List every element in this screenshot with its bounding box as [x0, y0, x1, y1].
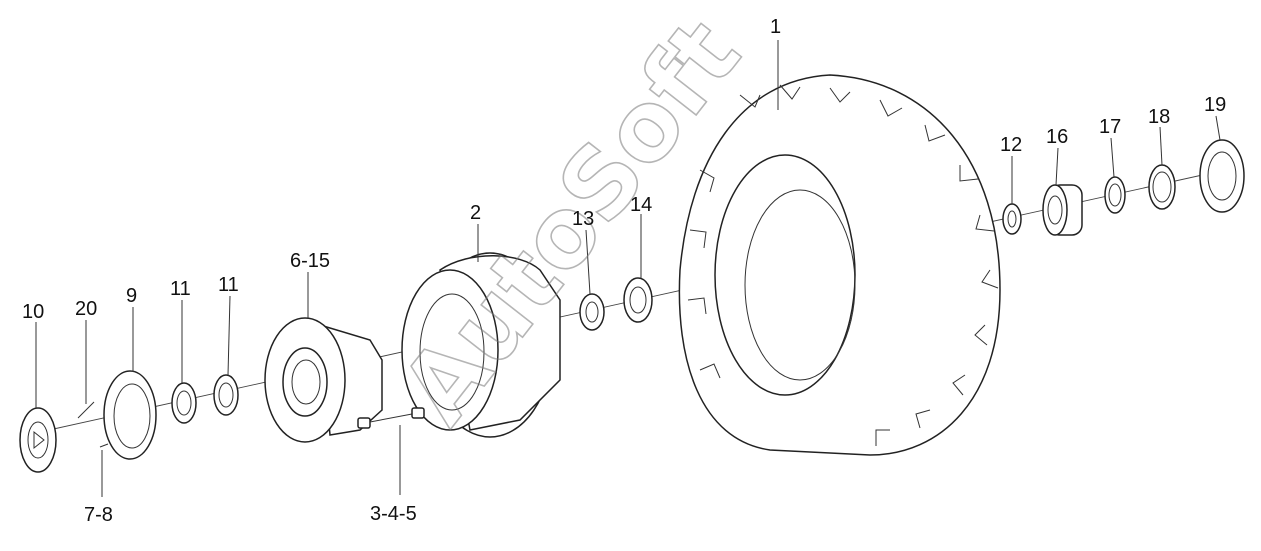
label-part-9: 9: [126, 285, 137, 307]
bearing-16: [1042, 184, 1083, 236]
cover-19: [1199, 139, 1245, 213]
label-part-19: 19: [1204, 94, 1226, 116]
bearing-ring-13: [579, 293, 605, 331]
ring-18: [1148, 164, 1176, 210]
rim: [401, 252, 561, 438]
label-part-2: 2: [470, 202, 481, 224]
label-part-7-8: 7-8: [84, 504, 113, 526]
wheel-hub: [264, 317, 383, 443]
gasket-9: [103, 370, 157, 460]
label-part-11-second: 11: [218, 274, 239, 296]
tire: [678, 74, 1001, 456]
leader-lines: [35, 40, 1221, 497]
bolt-20: [77, 401, 95, 419]
label-part-6-15: 6-15: [290, 250, 330, 272]
label-part-17: 17: [1099, 116, 1121, 138]
screw-7-8: [99, 443, 109, 448]
wheel-stud-and-nut: [357, 407, 425, 429]
hub-cap-10: [19, 407, 57, 473]
label-part-10: 10: [22, 301, 44, 323]
seal-11-second: [213, 374, 239, 416]
label-part-20: 20: [75, 298, 97, 320]
label-part-12: 12: [1000, 134, 1022, 156]
label-part-1: 1: [770, 16, 781, 38]
label-part-3-4-5: 3-4-5: [370, 503, 417, 525]
bearing-14: [623, 277, 653, 323]
label-part-13: 13: [572, 208, 594, 230]
label-part-16: 16: [1046, 126, 1068, 148]
part-number-labels: 1 2 3-4-5 6-15 7-8 9 10 11 11 12 13 14 1…: [22, 16, 1226, 526]
ring-17: [1104, 176, 1126, 214]
ring-12: [1002, 203, 1022, 235]
label-part-11-first: 11: [170, 278, 191, 300]
seal-11-first: [171, 382, 197, 424]
label-part-14: 14: [630, 194, 652, 216]
label-part-18: 18: [1148, 106, 1170, 128]
